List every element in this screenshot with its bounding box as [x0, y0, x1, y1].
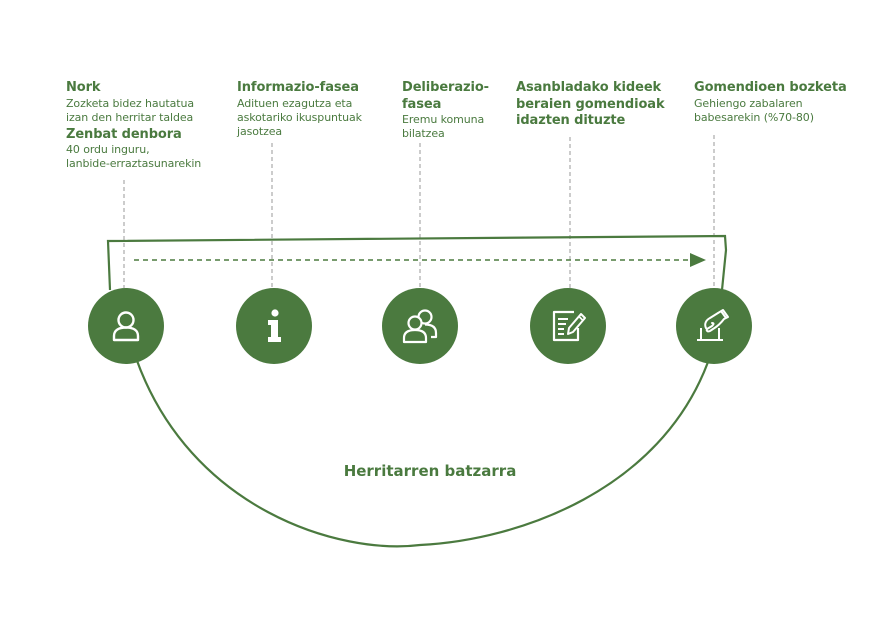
info-icon	[268, 309, 281, 342]
step-3-text: Eremu komuna bilatzea	[402, 113, 485, 140]
step-3-title: Deliberazio- fasea	[402, 80, 489, 112]
step-4-labels: Asanbladako kideek beraien gomendioak id…	[516, 80, 686, 130]
step-3-labels: Deliberazio- fasea Eremu komuna bilatzea	[402, 80, 512, 141]
person-icon	[112, 311, 140, 342]
step-4-title: Asanbladako kideek beraien gomendioak id…	[516, 80, 665, 128]
step-1-title: Nork	[66, 80, 101, 95]
step-5-title: Gomendioen bozketa	[694, 80, 847, 95]
step-5-circle	[676, 288, 752, 364]
step-1-labels: Nork Zozketa bidez hautatua izan den her…	[66, 80, 236, 171]
step-2-title: Informazio-fasea	[237, 80, 359, 95]
assembly-bracket	[106, 234, 728, 291]
step-2-circle	[236, 288, 312, 364]
step-3-circle	[382, 288, 458, 364]
step-1-subtitle: Zenbat denbora	[66, 126, 182, 142]
assembly-label: Herritarren batzarra	[343, 462, 517, 480]
step-1-subtext: 40 ordu inguru, lanbide-erraztasunarekin	[66, 143, 202, 170]
edit-document-icon	[552, 310, 586, 342]
group-icon	[402, 309, 438, 344]
process-arrow-head	[690, 253, 706, 267]
step-5-text: Gehiengo zabalaren babesarekin (%70-80)	[694, 96, 814, 124]
ballot-vote-icon	[697, 309, 729, 341]
step-2-text: Adituen ezagutza eta askotariko ikuspunt…	[237, 96, 362, 138]
step-2-labels: Informazio-fasea Adituen ezagutza eta as…	[237, 80, 397, 139]
step-1-text: Zozketa bidez hautatua izan den herritar…	[66, 96, 194, 124]
assembly-arc	[134, 357, 710, 548]
step-4-circle	[530, 288, 606, 364]
step-5-labels: Gomendioen bozketa Gehiengo zabalaren ba…	[694, 80, 884, 125]
step-1-circle	[88, 288, 164, 364]
